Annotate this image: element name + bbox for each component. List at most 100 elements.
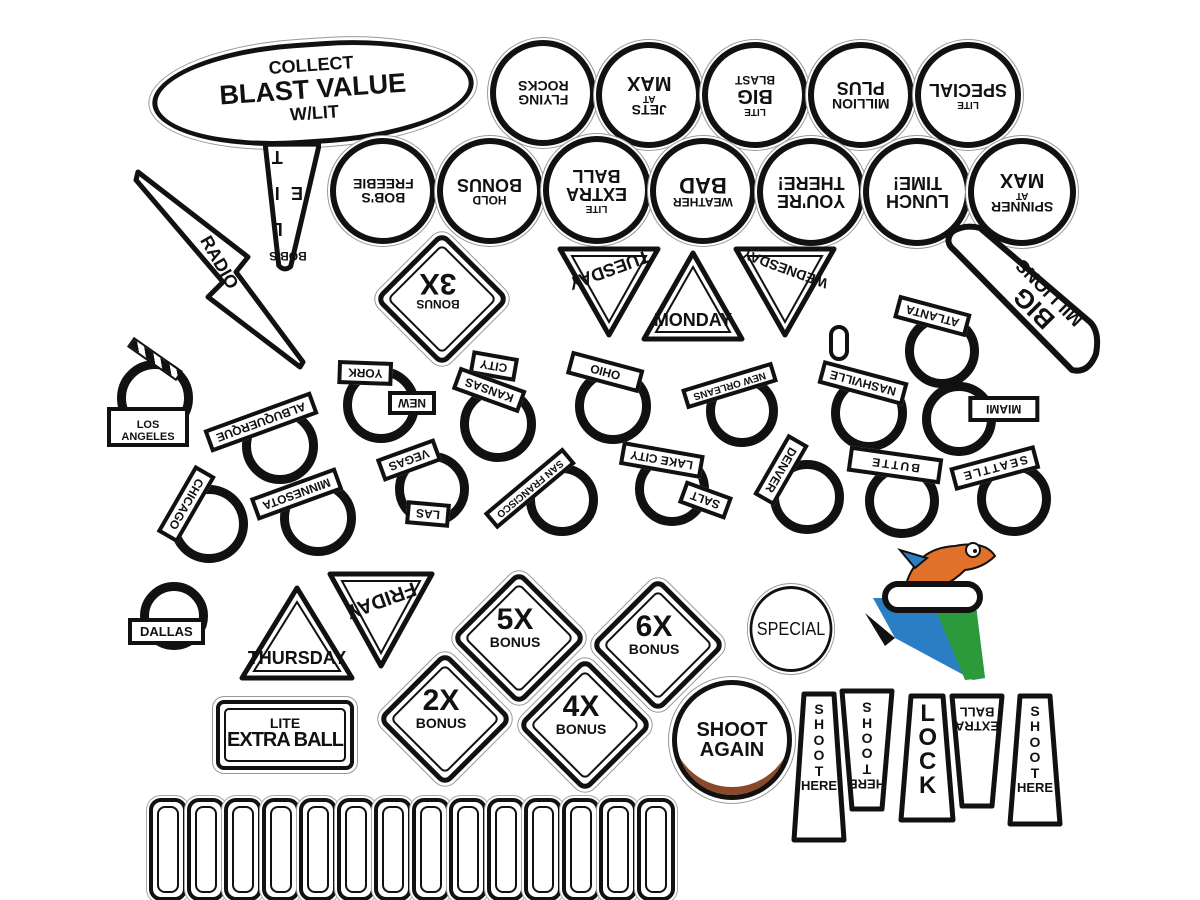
- decal-line: LUNCH: [885, 191, 949, 211]
- slot-insert-decal: [186, 798, 225, 900]
- butte-decal: BUTTE: [840, 438, 945, 538]
- bobs-lite-pennant-decal: BOB'S L I T E: [255, 138, 322, 273]
- city-banner: MIAMI: [968, 396, 1040, 422]
- guitar-headstock-icon: [829, 325, 849, 361]
- decal-line: MILLION: [832, 96, 890, 112]
- decal-line: EXTRA: [954, 718, 1000, 734]
- denver-decal: DENVER: [742, 430, 844, 534]
- fish-ramp-decal: [855, 528, 1005, 683]
- decal-line: T: [862, 760, 872, 777]
- slot-insert-decal: [411, 798, 450, 900]
- atlanta-decal: ATLANTA: [885, 292, 985, 388]
- decal-line: SPINNER: [990, 199, 1054, 215]
- new-york-decal: YORK NEW: [328, 355, 440, 443]
- decal-line: O: [813, 731, 825, 748]
- tuesday-triangle-decal: TUESDAY: [552, 243, 666, 341]
- wednesday-triangle-decal: WEDNESDAY: [728, 243, 842, 341]
- decal-line: SHOOT: [696, 719, 768, 741]
- radio-lightning-decal: RADIO: [128, 162, 313, 372]
- slot-insert-decal: [561, 798, 600, 900]
- dallas-decal: DALLAS: [118, 578, 214, 650]
- decal-line: 6X: [635, 610, 673, 643]
- slot-insert-decal: [449, 798, 487, 900]
- triangle-shape: [641, 250, 745, 342]
- pennant-decal: LOCK: [895, 690, 959, 826]
- decal-line: LITE: [586, 203, 608, 214]
- decal-line: 4X: [562, 690, 600, 723]
- decal-line: THURSDAY: [247, 648, 347, 668]
- decal-line: LOCK: [914, 700, 942, 796]
- triangle-shape: [239, 585, 355, 681]
- albuquerque-decal: ALBUQUERQUE: [200, 388, 325, 484]
- slot-insert-decal: [524, 798, 562, 900]
- big-millions-decal: BIG MILLIONS: [940, 222, 1105, 377]
- seattle-decal: SEATTLE: [945, 438, 1055, 536]
- decal-line: HERE: [800, 777, 838, 793]
- slot-insert-decal: [336, 798, 375, 900]
- city-banner: LAS: [405, 500, 451, 528]
- slot-insert-decal: [486, 798, 525, 900]
- minnesota-decal: MINNESOTA: [245, 458, 365, 556]
- triangle-shape: [733, 246, 837, 338]
- pennant-text: LOCK: [895, 700, 959, 796]
- miami-decal: MIAMI: [920, 380, 1045, 456]
- thursday-triangle-decal: THURSDAY: [236, 582, 358, 684]
- city-banner: DALLAS: [128, 618, 205, 645]
- decal-line: T: [814, 762, 824, 779]
- pennant-shape: [945, 223, 1101, 374]
- pennant-shape: [949, 693, 1005, 809]
- san-francisco-decal: SAN FRANCISCO: [478, 440, 603, 536]
- decal-line: 5X: [496, 603, 534, 636]
- decal-line: O: [1029, 733, 1041, 750]
- decal-line: FLYING: [517, 92, 569, 108]
- slot-insert-decal: [636, 798, 675, 900]
- decal-line: EXTRA BALL: [227, 729, 344, 751]
- city-banner: YORK: [337, 360, 394, 386]
- decal-line: HERE: [1016, 779, 1054, 795]
- decal-line: S: [862, 699, 872, 716]
- decal-line: YOU'RE: [776, 191, 846, 211]
- decal-line: THERE!: [777, 173, 845, 193]
- pennant-shape: [839, 688, 895, 812]
- decal-line: SPECIAL: [756, 619, 826, 639]
- slot-insert-decal: [299, 798, 337, 900]
- decal-line: EXTRA: [566, 184, 628, 204]
- slot-insert-decal: [261, 798, 300, 900]
- decal-line: SPECIAL: [928, 80, 1007, 100]
- decal-line: BONUS: [555, 721, 607, 737]
- pennant-shape: [791, 691, 847, 843]
- decal-line: S: [814, 701, 824, 717]
- slot-insert-decal: [149, 798, 187, 900]
- decal-line: H: [861, 714, 873, 731]
- decal-line: BONUS: [457, 175, 523, 195]
- decal-line: BAD: [679, 173, 727, 198]
- decal-line: MAX: [999, 169, 1045, 191]
- decal-line: NEW: [741, 369, 768, 387]
- decal-line: 3X: [419, 267, 457, 300]
- decal-line: O: [1029, 749, 1041, 766]
- decal-line: BLAST: [735, 73, 775, 87]
- triangle-shape: [327, 571, 435, 669]
- decal-line: HERE: [848, 776, 886, 792]
- decal-line: ANGELES: [121, 431, 175, 444]
- decal-line: O: [861, 745, 873, 762]
- decal-line: MAX: [626, 72, 672, 94]
- lite-extra-ball-rect-decal: LITE EXTRA BALL: [216, 700, 354, 770]
- fish-icon: [865, 542, 997, 680]
- ohio-decal: OHIO: [560, 350, 655, 444]
